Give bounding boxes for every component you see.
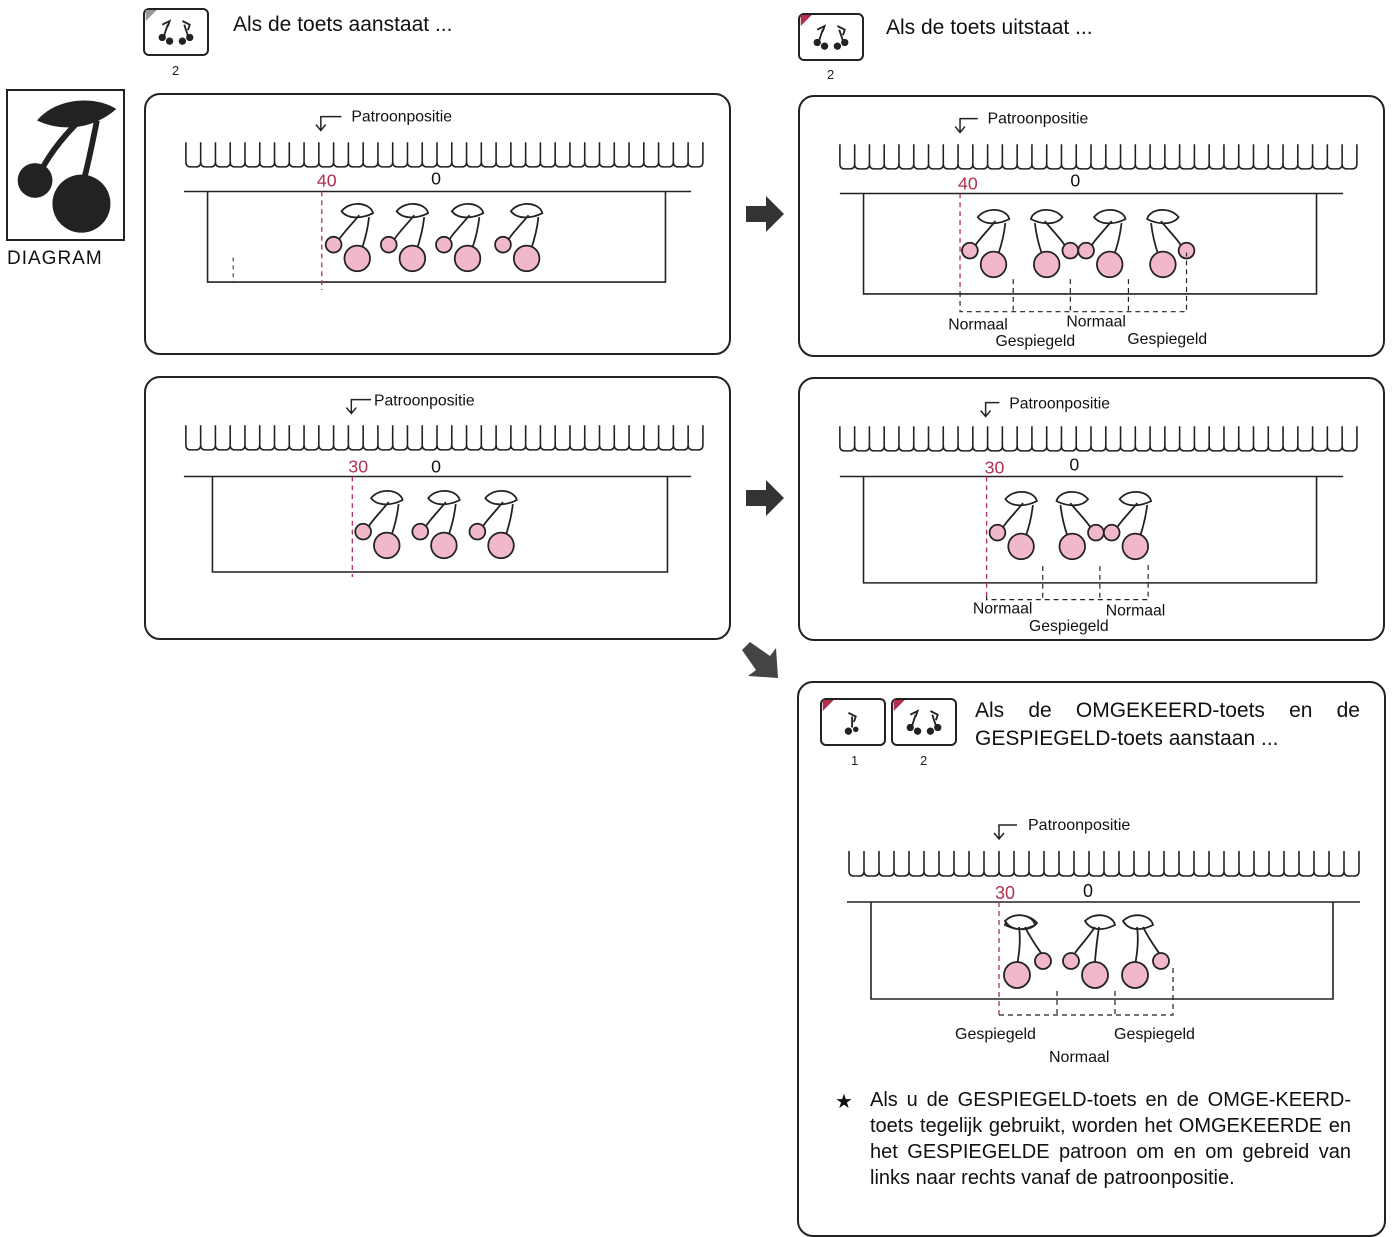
needle-bed-ruler (839, 426, 1358, 452)
tick-30: 30 (348, 457, 368, 477)
tick-40: 40 (317, 171, 337, 191)
panel-off-30: Patroonpositie 30 0 Normaal Normaal Gesp… (798, 377, 1385, 641)
needle-diagram: Patroonpositie 30 0 (183, 393, 704, 577)
left-heading: Als de toets aanstaat ... (233, 13, 453, 36)
needle-diagram: Patroonpositie 40 0 Normaal Normaal Gesp… (839, 111, 1358, 350)
mirror-cherries-icon (145, 10, 194, 45)
label-gespiegeld-2: Gespiegeld (1114, 1026, 1195, 1043)
label-normaal-1: Normaal (948, 316, 1008, 333)
needle-bed-ruler (185, 142, 704, 168)
label-gespiegeld-1: Gespiegeld (995, 333, 1075, 350)
diagram-logo (6, 89, 125, 241)
section-brackets (986, 562, 1149, 601)
section-brackets (999, 965, 1174, 1016)
needle-diagram: Patroonpositie 30 0 Gespiegeld Gespiegel… (847, 817, 1360, 1066)
label-gespiegeld-1: Gespiegeld (955, 1026, 1036, 1043)
footnote-text: Als u de GESPIEGELD-toets en de OMGE-KEE… (870, 1089, 1351, 1189)
pattern-position-label: Patroonpositie (1009, 396, 1110, 413)
diagram-label: DIAGRAM (7, 248, 103, 269)
panel-reverse-mirror: 1 2 Als de OMGEKEERD-toets en de GESPIEG… (797, 681, 1386, 1237)
cherry-pattern (988, 491, 1153, 561)
right-heading: Als de toets uitstaat ... (886, 16, 1093, 39)
needle-bed-ruler (839, 144, 1358, 170)
tick-40: 40 (958, 174, 978, 194)
panel-on-30: Patroonpositie 30 0 (144, 376, 731, 640)
key-number-2: 2 (920, 753, 928, 768)
cherry-logo-icon (17, 100, 117, 233)
needle-bed-ruler (848, 851, 1360, 877)
panel-off-40: Patroonpositie 40 0 Normaal Normaal Gesp… (798, 95, 1385, 357)
pattern-position-label: Patroonpositie (374, 393, 475, 410)
key-number-right: 2 (827, 67, 835, 82)
needle-bed-ruler (185, 425, 704, 451)
label-gespiegeld-1: Gespiegeld (1029, 618, 1109, 635)
tick-0: 0 (431, 169, 441, 189)
panel-on-40: Patroonpositie 40 0 (144, 93, 731, 355)
key-number-left: 2 (172, 63, 180, 78)
label-gespiegeld-2: Gespiegeld (1127, 331, 1207, 348)
needle-diagram: Patroonpositie 30 0 Normaal Normaal Gesp… (839, 396, 1358, 635)
mirror-key-button-off[interactable] (798, 13, 864, 61)
arrow-right-icon (746, 196, 784, 232)
label-normaal-2: Normaal (1066, 313, 1126, 330)
pattern-position-label: Patroonpositie (1028, 817, 1130, 834)
pattern-position-label: Patroonpositie (988, 111, 1089, 128)
tick-0: 0 (431, 457, 441, 477)
cherry-pattern (961, 209, 1196, 279)
tick-0: 0 (1070, 171, 1080, 191)
bottom-heading: Als de OMGEKEERD-toets en de GESPIEGELD-… (975, 699, 1360, 750)
cherry-pattern (324, 203, 544, 273)
single-cherry-icon (822, 700, 859, 735)
label-normaal-1: Normaal (973, 600, 1033, 617)
tick-0: 0 (1069, 455, 1079, 475)
star-icon: ★ (835, 1091, 853, 1113)
cherry-pattern (354, 490, 518, 560)
label-normaal-2: Normaal (1106, 602, 1166, 619)
label-normaal: Normaal (1049, 1049, 1109, 1066)
needle-diagram: Patroonpositie 40 0 (183, 109, 704, 290)
cherry-pattern (1003, 914, 1170, 989)
mirror-cherries-icon (893, 700, 942, 735)
mirror-cherries-icon (800, 15, 849, 50)
tick-30: 30 (995, 883, 1015, 903)
reverse-key-button[interactable] (820, 698, 886, 746)
mirror-key-button[interactable] (891, 698, 957, 746)
arrow-down-right-icon (742, 642, 778, 678)
tick-0: 0 (1083, 881, 1093, 901)
mirror-key-button[interactable] (143, 8, 209, 56)
arrow-right-icon (746, 480, 784, 516)
section-brackets (959, 252, 1188, 313)
key-number-1: 1 (851, 753, 859, 768)
tick-30: 30 (985, 458, 1005, 478)
pattern-position-label: Patroonpositie (351, 109, 452, 126)
